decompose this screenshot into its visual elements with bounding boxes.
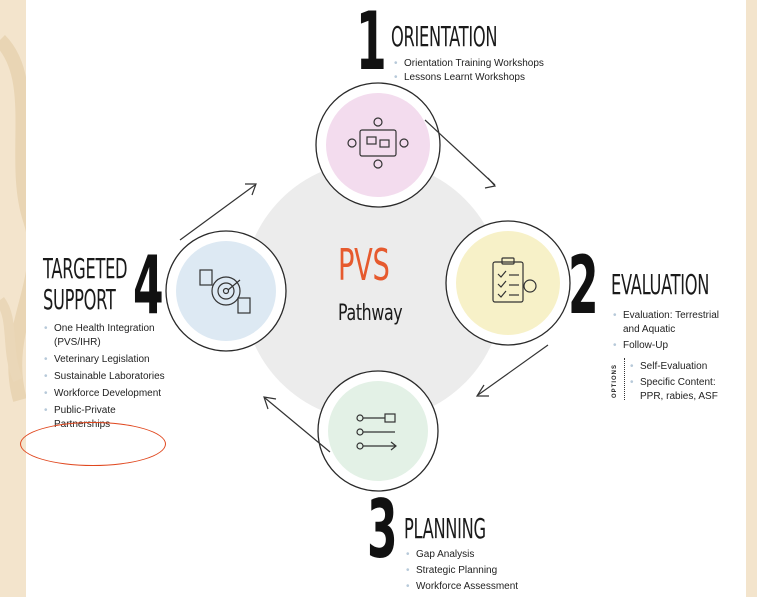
step3-inner-circle — [328, 381, 428, 481]
step1-number: 1 — [356, 0, 387, 88]
arrow-2-to-3 — [477, 344, 549, 396]
step1-items: Orientation Training Workshops Lessons L… — [394, 57, 584, 85]
step2-options: Self-Evaluation Specific Content: PPR, r… — [630, 360, 740, 404]
step3-items: Gap Analysis Strategic Planning Workforc… — [406, 548, 566, 594]
arrow-4-to-1-head — [245, 183, 257, 196]
step1-inner-circle — [326, 93, 430, 197]
arrow-3-to-4-head — [263, 396, 277, 410]
list-item: Evaluation: Terrestrial and Aquatic — [613, 309, 738, 337]
list-item: Orientation Training Workshops — [394, 57, 584, 71]
list-item: Sustainable Laboratories — [44, 370, 174, 384]
list-item: Follow-Up — [613, 339, 738, 353]
options-divider — [624, 358, 625, 400]
list-item: Self-Evaluation — [630, 360, 740, 374]
step3-title: PLANNING — [404, 512, 486, 545]
arrow-1-to-2 — [424, 119, 496, 186]
center-subtitle: Pathway — [338, 301, 403, 326]
list-item: Workforce Assessment — [406, 580, 566, 594]
step2-inner-circle — [456, 231, 560, 335]
arrow-4-to-1 — [179, 184, 256, 241]
center-circle — [243, 161, 503, 421]
arrow-2-to-3-head — [475, 384, 489, 397]
step4-items: One Health Integration (PVS/IHR) Veterin… — [44, 322, 174, 432]
workshop-table-icon — [347, 117, 409, 169]
list-item: Strategic Planning — [406, 564, 566, 578]
options-label: OPTIONS — [612, 363, 618, 398]
checklist-gear-icon — [492, 257, 537, 303]
highlight-ring — [20, 422, 166, 466]
plan-flow-icon — [356, 413, 397, 451]
step4-inner-circle — [176, 241, 276, 341]
list-item: Lessons Learnt Workshops — [394, 71, 584, 85]
step2-number: 2 — [568, 239, 599, 332]
target-documents-icon — [199, 269, 251, 314]
step2-items: Evaluation: Terrestrial and Aquatic Foll… — [613, 309, 738, 353]
step2-title: EVALUATION — [611, 268, 710, 301]
step4-title-line2: SUPPORT — [43, 283, 116, 316]
step4-title-line1: TARGETED — [43, 252, 128, 285]
step4-number: 4 — [133, 239, 164, 332]
list-item: Specific Content: PPR, rabies, ASF — [630, 376, 740, 404]
cycle-arrows — [179, 119, 549, 453]
step1-title: ORIENTATION — [391, 20, 498, 53]
center-title: PVS — [338, 240, 390, 291]
step3-number: 3 — [367, 483, 398, 576]
list-item: Veterinary Legislation — [44, 353, 174, 367]
arrow-1-to-2-head — [484, 177, 497, 189]
list-item: One Health Integration (PVS/IHR) — [44, 322, 174, 350]
list-item: Gap Analysis — [406, 548, 566, 562]
list-item: Workforce Development — [44, 387, 174, 401]
arrow-3-to-4 — [264, 397, 331, 453]
